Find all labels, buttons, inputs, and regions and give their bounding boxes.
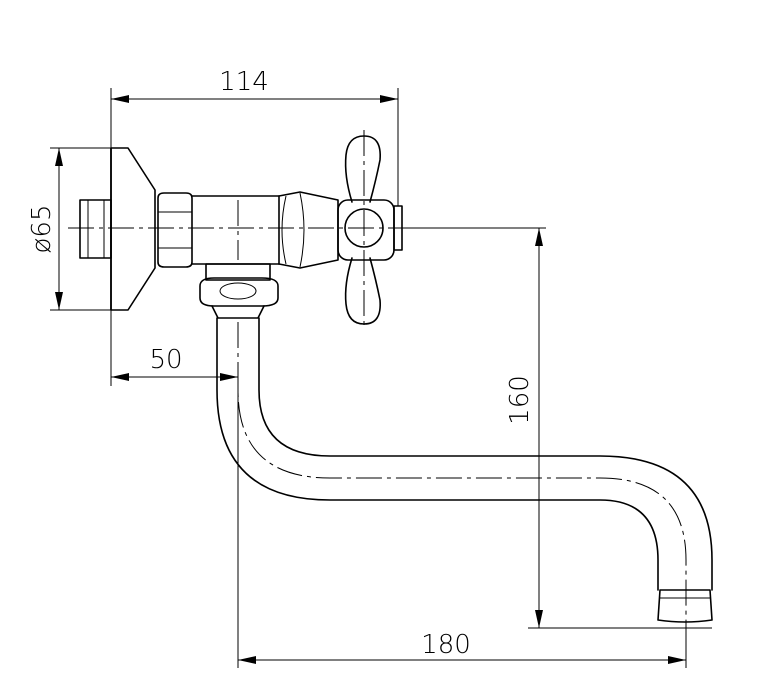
valve-body xyxy=(191,191,339,269)
spout-pipe xyxy=(216,317,713,623)
dimension-label-160: 160 xyxy=(505,375,535,425)
dimension-label-180: 180 xyxy=(421,630,471,660)
dimension-50: 50 xyxy=(110,310,238,386)
dimension-label-50: 50 xyxy=(149,345,182,375)
dimension-114: 114 xyxy=(110,67,399,206)
dimension-label-114: 114 xyxy=(219,67,269,97)
dimension-160: 160 xyxy=(505,228,712,629)
dimension-180: 180 xyxy=(237,386,687,668)
hex-nut xyxy=(157,192,193,268)
wall-flange xyxy=(79,147,156,311)
dimension-diameter-65: ø65 xyxy=(27,147,111,311)
cross-handle xyxy=(337,135,403,325)
dimension-label-diameter-65: ø65 xyxy=(27,205,57,254)
outlet-fitting xyxy=(199,263,279,319)
body-centerline xyxy=(68,130,546,330)
